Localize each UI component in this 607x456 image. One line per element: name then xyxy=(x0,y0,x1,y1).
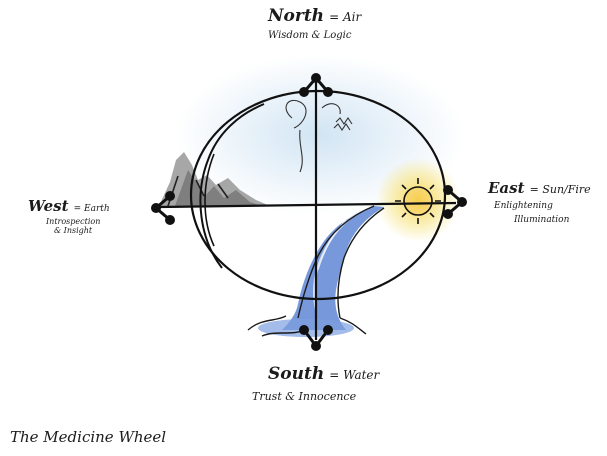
west-label: West = Earth Introspection & Insight xyxy=(28,196,110,235)
east-element: = Sun/Fire xyxy=(530,183,591,196)
west-quality-2: & Insight xyxy=(28,226,110,235)
east-label: East = Sun/Fire Enlightening Illuminatio… xyxy=(488,178,591,225)
east-quality-1: Enlightening xyxy=(488,201,591,211)
north-label: North = Air Wisdom & Logic xyxy=(268,6,361,41)
north-direction: North xyxy=(268,6,324,26)
west-element: = Earth xyxy=(74,204,110,214)
west-direction: West xyxy=(28,197,69,215)
west-quality-1: Introspection xyxy=(28,217,110,226)
south-label: South = Water Trust & Innocence xyxy=(268,364,379,403)
east-direction: East xyxy=(488,179,525,197)
north-quality: Wisdom & Logic xyxy=(268,30,361,41)
north-element: = Air xyxy=(329,10,361,24)
south-quality: Trust & Innocence xyxy=(252,390,379,403)
caption: The Medicine Wheel xyxy=(10,428,166,446)
south-direction: South xyxy=(268,364,324,384)
south-element: = Water xyxy=(329,368,379,382)
east-quality-2: Illumination xyxy=(488,215,591,225)
